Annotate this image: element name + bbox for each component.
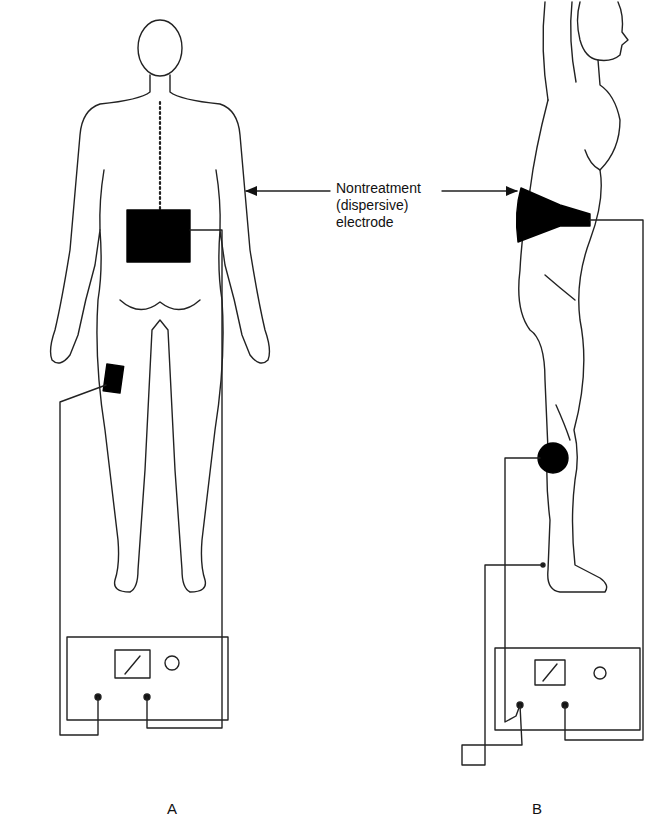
lead-wire xyxy=(462,565,543,765)
body-side-view xyxy=(519,2,628,592)
spine xyxy=(159,102,161,210)
lead-wire xyxy=(505,458,540,722)
dispersive-electrode xyxy=(517,188,590,242)
lead-wire xyxy=(60,385,106,735)
leader-arrow xyxy=(246,190,330,191)
figure-letter: B xyxy=(525,800,549,817)
treatment-electrode xyxy=(103,364,124,393)
electrode-label: Nontreatment (dispersive) electrode xyxy=(336,180,434,231)
lead-wire xyxy=(565,220,643,740)
figure-letter: A xyxy=(160,800,184,817)
leader-arrow xyxy=(442,190,517,191)
lead-wire xyxy=(147,230,222,728)
body-back-view xyxy=(51,20,270,592)
dispersive-electrode xyxy=(127,210,190,262)
stimulator-unit xyxy=(495,648,640,730)
treatment-electrode xyxy=(538,443,568,473)
